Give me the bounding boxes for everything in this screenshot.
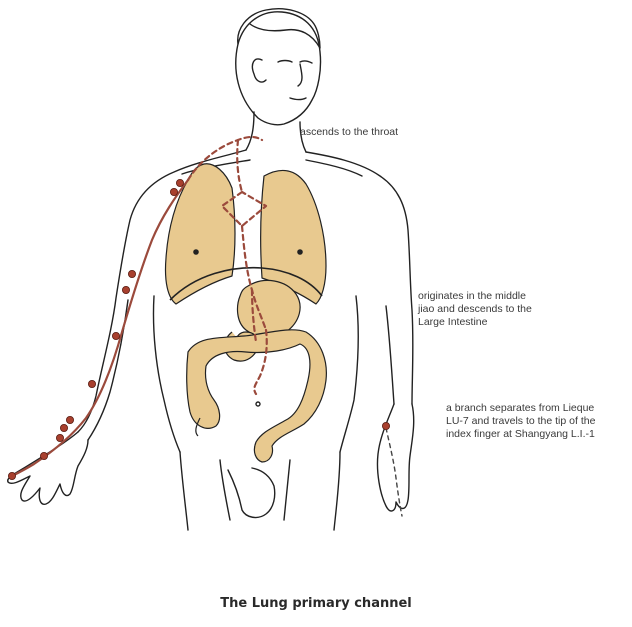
right-forearm-inner bbox=[386, 306, 394, 404]
annotation-throat: ascends to the throat bbox=[300, 126, 398, 139]
point-lu-8 bbox=[60, 424, 67, 431]
large-intestine bbox=[187, 330, 327, 462]
nose bbox=[298, 64, 302, 86]
nipple-left bbox=[194, 250, 198, 254]
left-hand bbox=[8, 432, 88, 504]
stomach bbox=[238, 280, 301, 337]
right-hip bbox=[334, 452, 340, 530]
point-lu-2 bbox=[170, 188, 177, 195]
point-lu-9 bbox=[56, 434, 63, 441]
inner-thigh-left bbox=[220, 460, 230, 520]
point-lu-3 bbox=[128, 270, 135, 277]
channel-internal-descend bbox=[237, 140, 242, 192]
hair bbox=[238, 9, 320, 48]
neck-left bbox=[246, 112, 254, 150]
right-hand bbox=[377, 404, 413, 511]
inner-thigh-right bbox=[284, 460, 290, 520]
point-lu-7 bbox=[66, 416, 73, 423]
waist-right bbox=[340, 296, 358, 452]
eye-left bbox=[278, 61, 292, 63]
annotation-branch: a branch separates from Lieque LU-7 and … bbox=[446, 402, 595, 441]
groin bbox=[228, 468, 275, 517]
eye-right bbox=[300, 61, 312, 63]
point-li-1-start bbox=[382, 422, 389, 429]
head-outline bbox=[236, 12, 321, 125]
left-hip bbox=[180, 452, 188, 530]
point-lu-6 bbox=[88, 380, 95, 387]
figure-caption: The Lung primary channel bbox=[0, 596, 632, 611]
nipple-right bbox=[298, 250, 302, 254]
ear bbox=[252, 59, 266, 82]
point-lu-4 bbox=[122, 286, 129, 293]
channel-branch-index bbox=[386, 428, 402, 516]
navel bbox=[256, 402, 260, 406]
point-lu-1 bbox=[176, 179, 183, 186]
mouth bbox=[290, 98, 306, 100]
lung-left bbox=[165, 164, 235, 304]
waist-left bbox=[153, 296, 180, 452]
point-lu-10 bbox=[40, 452, 47, 459]
annotation-middle-jiao: originates in the middle jiao and descen… bbox=[418, 290, 532, 329]
left-forearm-inner bbox=[88, 300, 128, 440]
point-lu-11 bbox=[8, 472, 15, 479]
point-lu-5 bbox=[112, 332, 119, 339]
organs bbox=[165, 164, 326, 462]
channel-external-arm bbox=[12, 180, 188, 476]
